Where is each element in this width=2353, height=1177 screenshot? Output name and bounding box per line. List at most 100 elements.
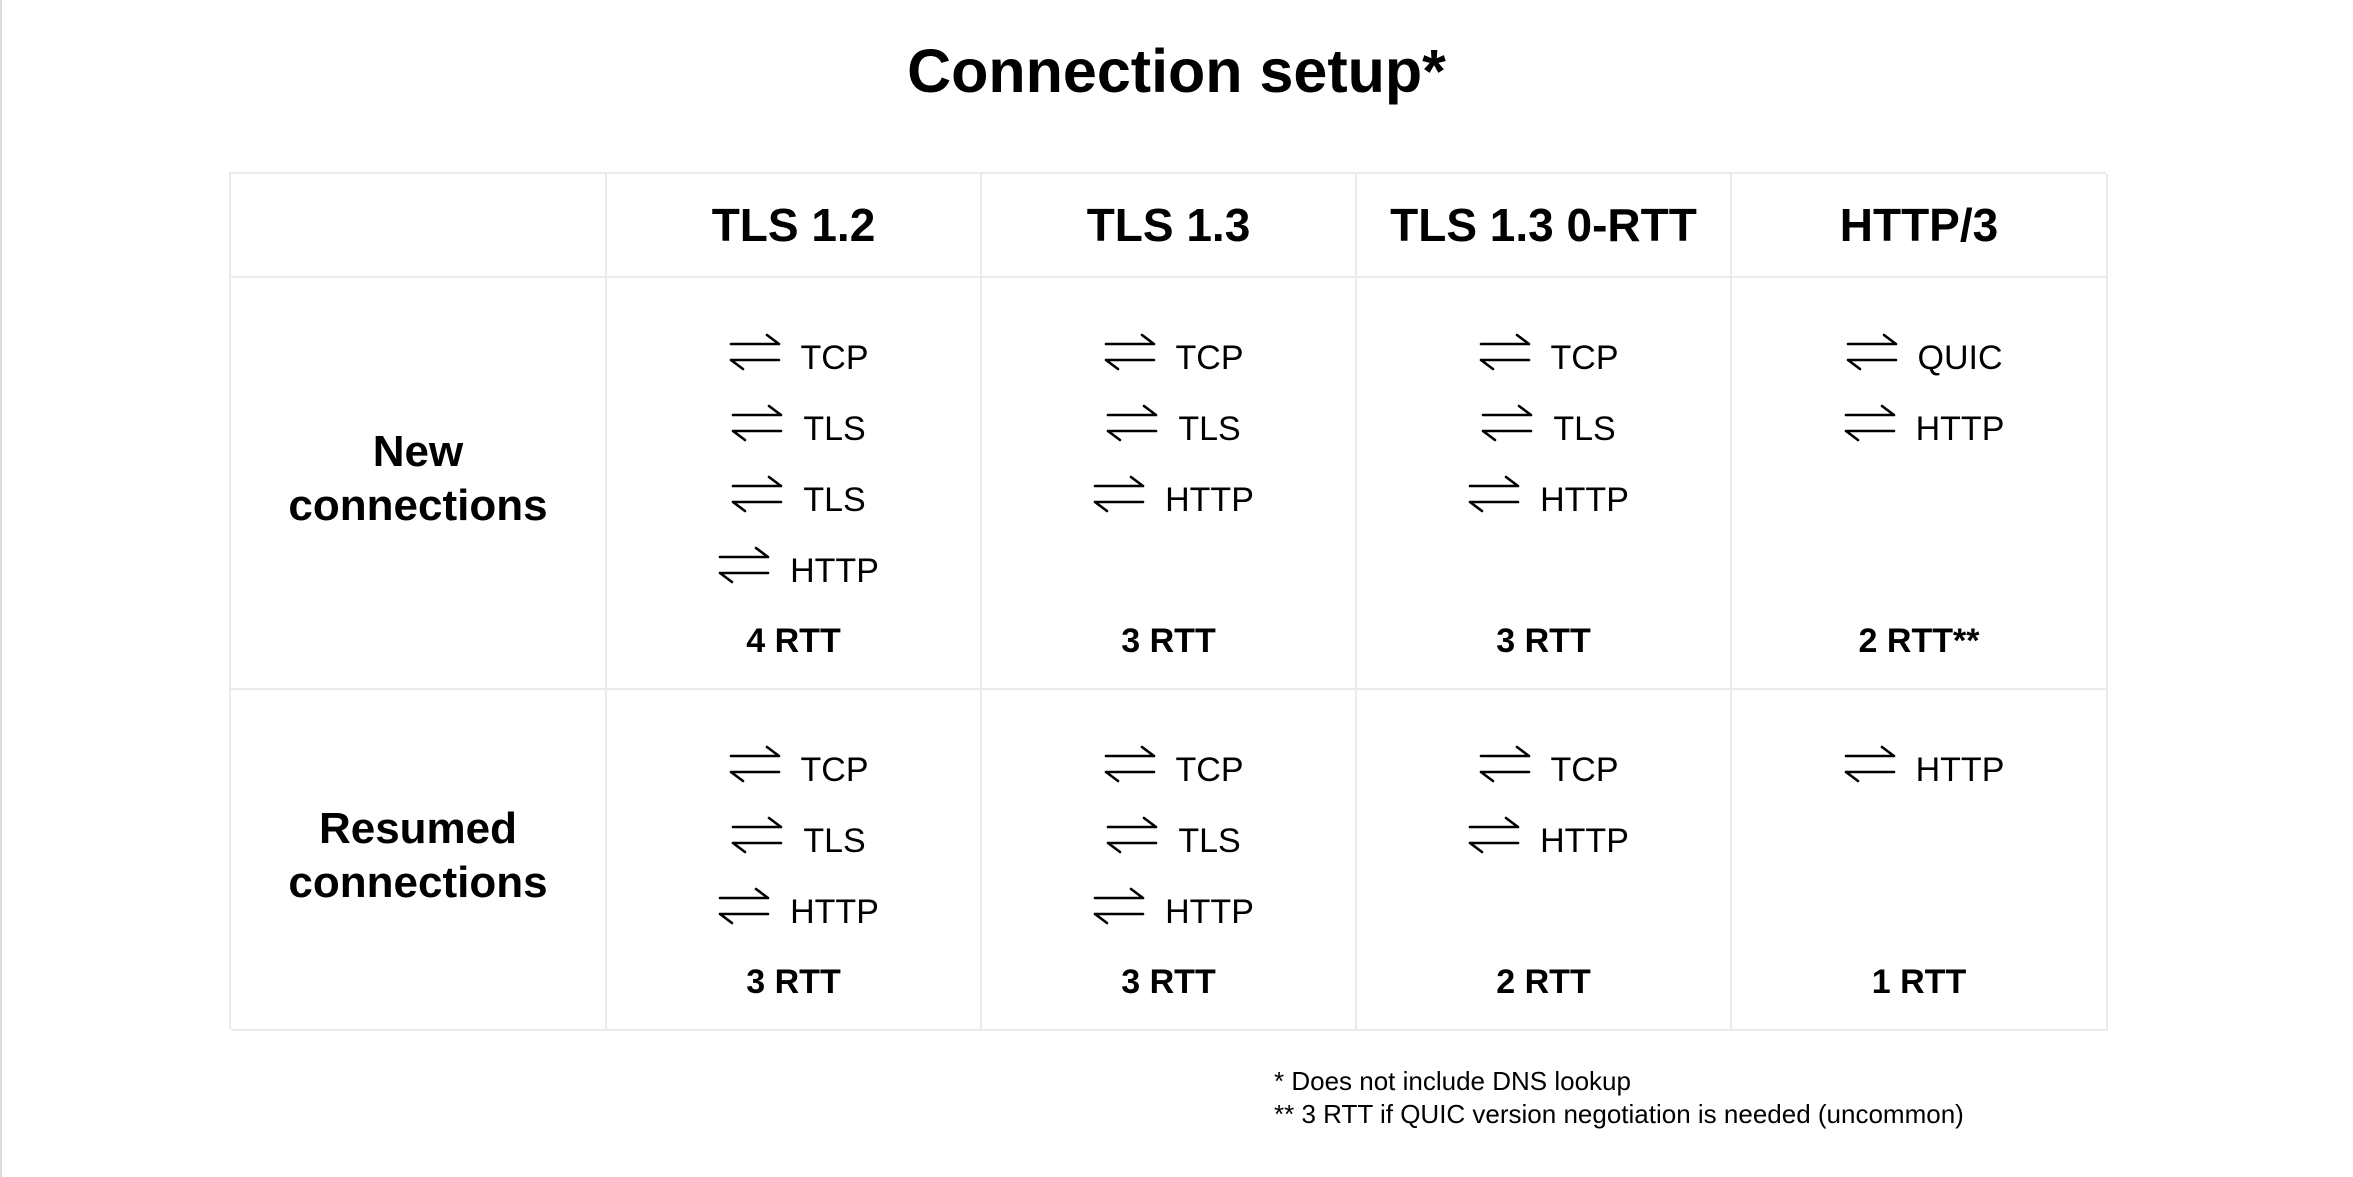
round-trip-arrows-icon bbox=[1477, 332, 1533, 372]
step-item: TCP bbox=[1477, 728, 1619, 799]
step-label: HTTP bbox=[1915, 750, 2005, 789]
column-header: TLS 1.3 bbox=[982, 174, 1357, 278]
round-trip-arrows-icon bbox=[727, 744, 783, 784]
step-item: HTTP bbox=[1091, 870, 1254, 941]
round-trip-arrows-icon bbox=[1091, 886, 1147, 926]
step-item: TCP bbox=[727, 316, 869, 387]
footnotes: * Does not include DNS lookup ** 3 RTT i… bbox=[1274, 1065, 1964, 1131]
step-label: TLS bbox=[803, 821, 866, 860]
step-item: TCP bbox=[1102, 728, 1244, 799]
step-item: TLS bbox=[1104, 387, 1241, 458]
step-label: TCP bbox=[1550, 338, 1619, 377]
table-cell: TCP TLS HTTP 3 RTT bbox=[982, 690, 1357, 1031]
rtt-value: 2 RTT bbox=[1496, 963, 1591, 1001]
step-item: HTTP bbox=[1091, 458, 1254, 529]
left-edge-divider bbox=[0, 0, 2, 1177]
comparison-table: TLS 1.2 TLS 1.3 TLS 1.3 0-RTT HTTP/3 New… bbox=[229, 172, 2108, 1031]
table-corner-cell bbox=[231, 174, 607, 278]
rtt-value: 4 RTT bbox=[746, 622, 841, 660]
step-label: TCP bbox=[800, 338, 869, 377]
footnote: ** 3 RTT if QUIC version negotiation is … bbox=[1274, 1099, 1964, 1129]
row-header-line: connections bbox=[288, 857, 548, 907]
step-label: HTTP bbox=[1540, 821, 1629, 860]
step-label: TCP bbox=[800, 750, 869, 789]
step-item: HTTP bbox=[1842, 728, 2005, 799]
round-trip-arrows-icon bbox=[1844, 332, 1900, 372]
table-cell: TCP HTTP 2 RTT bbox=[1357, 690, 1732, 1031]
step-item: HTTP bbox=[1466, 458, 1629, 529]
table-cell: TCP TLS HTTP 3 RTT bbox=[1357, 278, 1732, 690]
rtt-value: 3 RTT bbox=[1121, 963, 1216, 1001]
table-cell: TCP TLS HTTP 3 RTT bbox=[607, 690, 982, 1031]
column-header: TLS 1.2 bbox=[607, 174, 982, 278]
round-trip-arrows-icon bbox=[1479, 403, 1535, 443]
step-item: TLS bbox=[1479, 387, 1616, 458]
step-list: TCP TLS HTTP bbox=[607, 728, 980, 941]
row-header-line: connections bbox=[288, 481, 548, 530]
rtt-value: 3 RTT bbox=[1121, 622, 1216, 660]
round-trip-arrows-icon bbox=[716, 886, 772, 926]
column-header: TLS 1.3 0-RTT bbox=[1357, 174, 1732, 278]
round-trip-arrows-icon bbox=[1091, 474, 1147, 514]
round-trip-arrows-icon bbox=[1102, 332, 1158, 372]
round-trip-arrows-icon bbox=[729, 474, 785, 514]
step-item: QUIC bbox=[1844, 316, 2003, 387]
step-list: TCP TLS HTTP bbox=[982, 316, 1355, 529]
step-label: HTTP bbox=[790, 892, 879, 931]
rtt-value: 1 RTT bbox=[1871, 963, 1967, 1001]
step-label: TLS bbox=[1553, 409, 1616, 448]
row-header-line: New bbox=[372, 427, 464, 476]
round-trip-arrows-icon bbox=[1842, 744, 1898, 784]
step-list: TCP TLS HTTP bbox=[1357, 316, 1730, 529]
step-list: QUIC HTTP bbox=[1732, 316, 2106, 458]
step-label: HTTP bbox=[1165, 892, 1254, 931]
rtt-value: 2 RTT** bbox=[1858, 622, 1980, 660]
round-trip-arrows-icon bbox=[1102, 744, 1158, 784]
round-trip-arrows-icon bbox=[1842, 403, 1898, 443]
step-label: TLS bbox=[803, 480, 866, 519]
step-label: TLS bbox=[1178, 821, 1241, 860]
step-label: HTTP bbox=[1915, 409, 2005, 448]
step-list: TCP TLS TLS HTTP bbox=[607, 316, 980, 600]
row-header-new-connections: New connections bbox=[231, 278, 607, 690]
step-label: HTTP bbox=[790, 551, 879, 590]
footnote: * Does not include DNS lookup bbox=[1274, 1066, 1631, 1096]
row-header-resumed-connections: Resumed connections bbox=[231, 690, 607, 1031]
round-trip-arrows-icon bbox=[716, 545, 772, 585]
step-label: TLS bbox=[1178, 409, 1241, 448]
round-trip-arrows-icon bbox=[1104, 815, 1160, 855]
step-item: TLS bbox=[1104, 799, 1241, 870]
step-item: TCP bbox=[1102, 316, 1244, 387]
rtt-value: 3 RTT bbox=[746, 963, 841, 1001]
table-cell: QUIC HTTP 2 RTT** bbox=[1732, 278, 2108, 690]
step-label: HTTP bbox=[1540, 480, 1629, 519]
round-trip-arrows-icon bbox=[1466, 474, 1522, 514]
table-cell: TCP TLS HTTP 3 RTT bbox=[982, 278, 1357, 690]
step-item: HTTP bbox=[716, 529, 879, 600]
step-list: TCP TLS HTTP bbox=[982, 728, 1355, 941]
step-item: TCP bbox=[727, 728, 869, 799]
round-trip-arrows-icon bbox=[1466, 815, 1522, 855]
step-list: TCP HTTP bbox=[1357, 728, 1730, 870]
step-label: QUIC bbox=[1917, 338, 2003, 377]
row-header-line: Resumed bbox=[318, 803, 518, 853]
rtt-value: 3 RTT bbox=[1496, 622, 1591, 660]
table-cell: HTTP 1 RTT bbox=[1732, 690, 2108, 1031]
step-item: TLS bbox=[729, 458, 866, 529]
column-header: HTTP/3 bbox=[1732, 174, 2108, 278]
step-item: TLS bbox=[729, 387, 866, 458]
page-title: Connection setup* bbox=[907, 37, 1446, 105]
step-label: HTTP bbox=[1165, 480, 1254, 519]
step-label: TLS bbox=[803, 409, 866, 448]
step-label: TCP bbox=[1175, 338, 1244, 377]
step-list: HTTP bbox=[1732, 728, 2106, 799]
step-item: HTTP bbox=[716, 870, 879, 941]
table-cell: TCP TLS TLS HTTP 4 RTT bbox=[607, 278, 982, 690]
round-trip-arrows-icon bbox=[729, 403, 785, 443]
round-trip-arrows-icon bbox=[727, 332, 783, 372]
step-item: HTTP bbox=[1842, 387, 2005, 458]
round-trip-arrows-icon bbox=[1477, 744, 1533, 784]
step-item: HTTP bbox=[1466, 799, 1629, 870]
step-item: TLS bbox=[729, 799, 866, 870]
round-trip-arrows-icon bbox=[1104, 403, 1160, 443]
